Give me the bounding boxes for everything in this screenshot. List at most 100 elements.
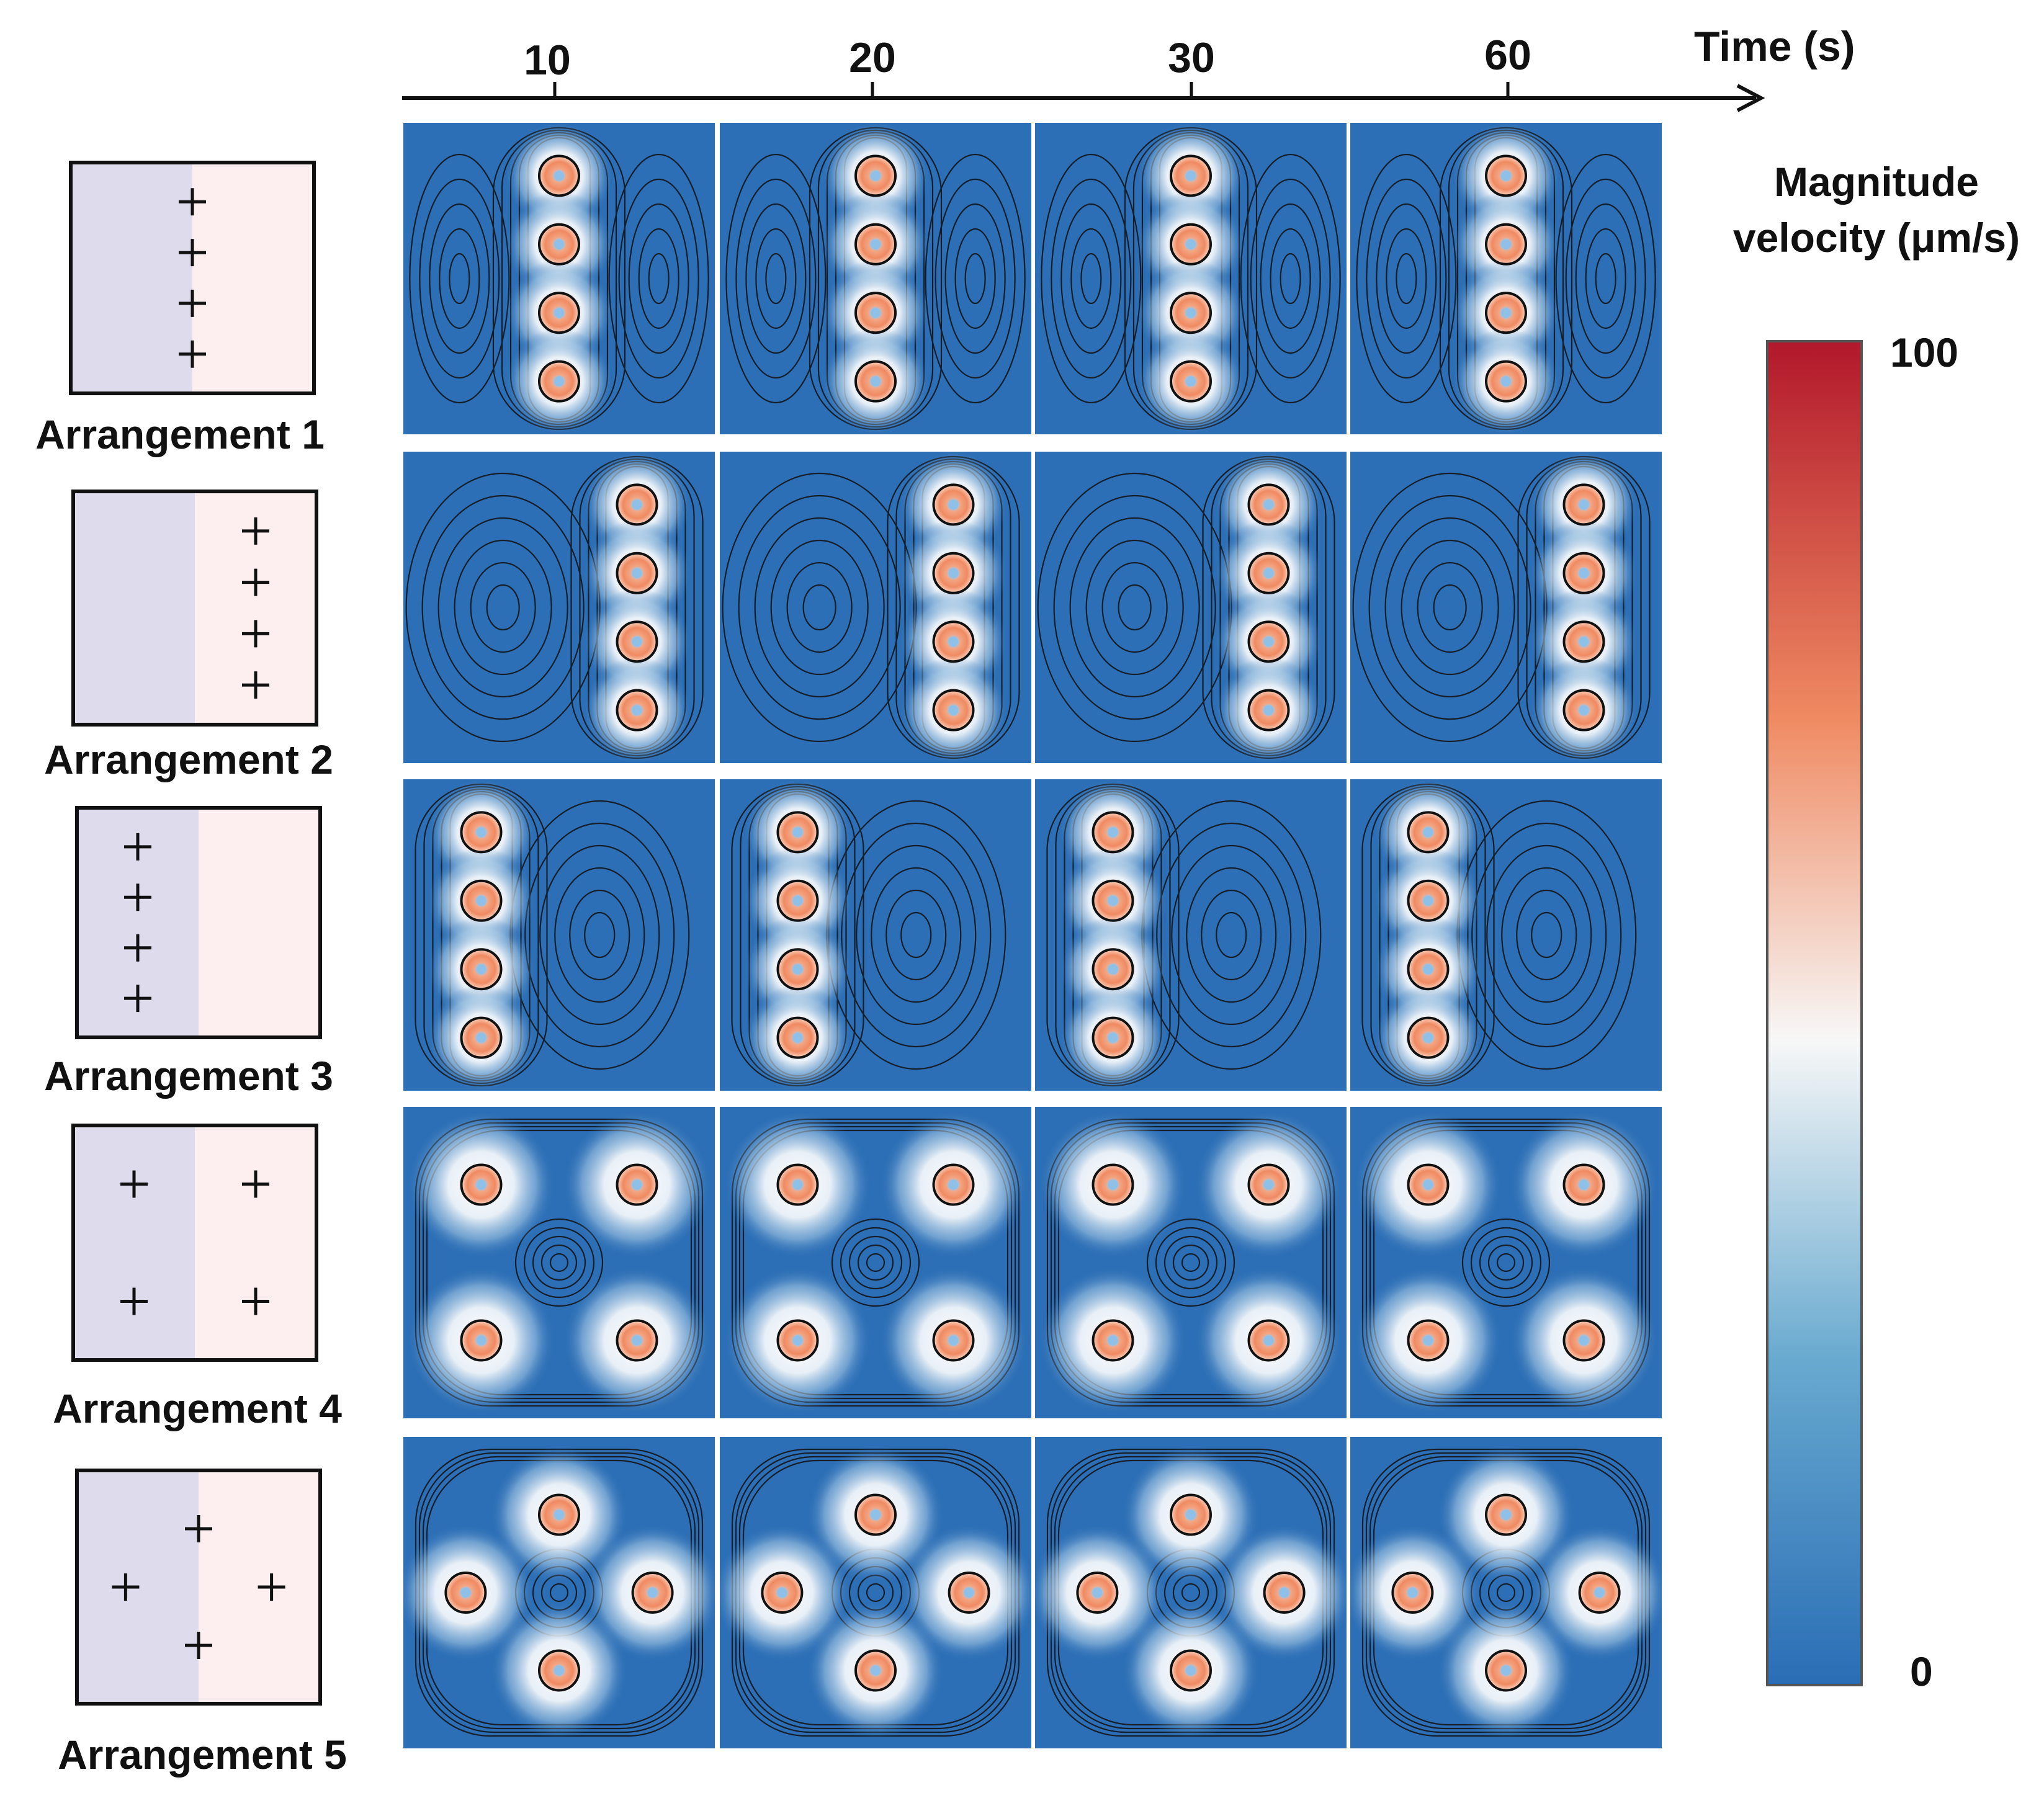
schematic-right-half [199,808,320,1037]
velocity-panel-r2-c3 [1035,452,1347,763]
electrode-core [616,620,658,663]
arrangement-label-2: Arrangement 2 [44,736,333,782]
electrode-cores [1562,483,1605,731]
electrode-core [1578,1572,1621,1614]
electrode-core [538,292,580,334]
electrode-core [854,360,897,403]
velocity-panel-r4-c4 [1350,1107,1662,1418]
electrode-core [1562,689,1605,731]
electrode-core [616,1163,658,1206]
electrode-cores [776,811,819,1059]
arrangement-label-3: Arrangement 3 [44,1053,333,1099]
velocity-glow [403,1446,715,1739]
schematic-arrangement-2 [71,490,318,727]
electrode-cores [1407,811,1450,1059]
time-axis-arrow [402,84,1765,112]
schematic-frame [71,1124,318,1362]
electrode-plus-marker [185,1515,212,1542]
schematic-frame [71,490,318,727]
electrode-plus-marker [258,1573,285,1601]
electrode-core [854,223,897,266]
electrode-core [948,1572,990,1614]
electrode-core [1562,620,1605,663]
electrode-cores [776,1163,975,1362]
electrode-plus-marker [124,883,151,911]
electrode-core [932,689,975,731]
electrode-core [1170,223,1212,266]
electrode-core [1485,1649,1527,1692]
electrode-core [538,154,580,197]
electrode-cores [616,483,658,731]
electrode-plus-marker [185,1632,212,1659]
electrode-cores [1485,154,1527,403]
electrode-plus-marker [120,1287,148,1315]
velocity-glow [1350,1446,1662,1739]
electrode-core [1407,879,1450,922]
velocity-panel-r5-c1 [403,1437,715,1748]
electrode-core [776,1319,819,1362]
electrode-plus-marker [120,1170,148,1198]
colorbar [1766,340,1863,1686]
schematic-arrangement-3 [75,806,322,1039]
electrode-core [460,1319,503,1362]
electrode-core [1485,154,1527,197]
electrode-core [854,154,897,197]
electrode-core [1091,1016,1134,1059]
velocity-panel-r2-c4 [1350,452,1662,763]
electrode-plus-marker [242,1287,269,1315]
schematic-arrangement-1 [69,161,316,395]
electrode-core [1091,948,1134,991]
electrode-core [1407,1163,1450,1206]
electrode-core [776,1016,819,1059]
schematic-left-half [73,1125,195,1360]
electrode-plus-marker [242,568,269,596]
electrode-cores [444,1493,674,1692]
electrode-plus-marker [124,833,151,861]
time-tick-10: 10 [524,37,571,84]
velocity-panel-r3-c3 [1035,779,1347,1091]
electrode-core [932,1163,975,1206]
electrode-core [538,1493,580,1536]
velocity-panel-r2-c2 [720,452,1031,763]
streamlines [731,1118,1020,1407]
electrode-core [538,223,580,266]
time-axis-tick-marks [553,82,1510,98]
electrode-core [616,552,658,594]
electrode-core [1485,292,1527,334]
electrode-plus-marker [179,188,206,216]
electrode-cores [1076,1493,1306,1692]
schematic-frame [69,161,316,395]
electrode-core [1407,948,1450,991]
colorbar-max-label: 100 [1890,329,1959,375]
time-tick-20: 20 [849,34,896,81]
streamlines [415,1118,704,1407]
electrode-cores [1391,1493,1621,1692]
electrode-core [1485,1493,1527,1536]
arrangement-label-4: Arrangement 4 [53,1385,342,1431]
electrode-cores [1407,1163,1605,1362]
electrode-core [1091,879,1134,922]
arrangement-label-5: Arrangement 5 [58,1732,347,1778]
electrode-cores [538,154,580,403]
velocity-panel-r1-c3 [1035,123,1347,434]
electrode-core [538,1649,580,1692]
velocity-panel-r5-c3 [1035,1437,1347,1748]
electrode-core [444,1572,487,1614]
electrode-core [460,948,503,991]
schematic-arrangement-5 [75,1469,322,1706]
electrode-core [932,483,975,526]
electrode-core [854,1493,897,1536]
electrode-core [460,1163,503,1206]
electrode-plus-marker [124,985,151,1013]
colorbar-title-line1: Magnitude [1774,159,1979,205]
electrode-core [761,1572,804,1614]
electrode-core [1091,1163,1134,1206]
electrode-core [1076,1572,1119,1614]
electrode-cores [1247,483,1290,731]
electrode-core [776,811,819,854]
velocity-panel-r1-c2 [720,123,1031,434]
velocity-panel-r4-c2 [720,1107,1031,1418]
electrode-core [460,879,503,922]
